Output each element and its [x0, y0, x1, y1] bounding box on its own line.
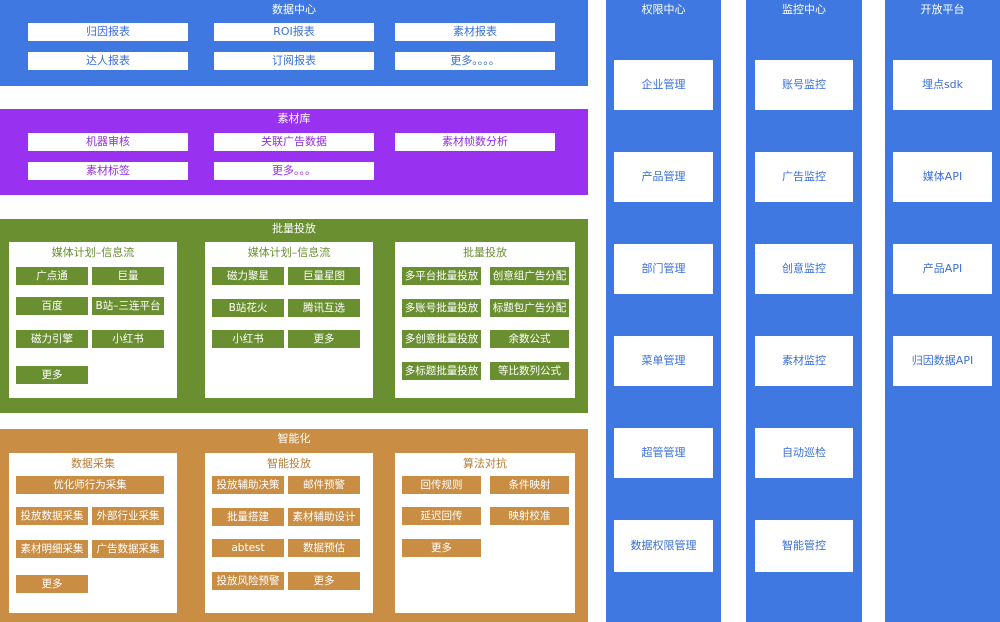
material-library-item[interactable]: 关联广告数据: [214, 133, 374, 151]
smart-button[interactable]: 投放辅助决策: [212, 476, 284, 494]
smart-button[interactable]: 批量搭建: [212, 508, 284, 526]
smart-delivery-panel: 智能投放 投放辅助决策 邮件预警 批量搭建 素材辅助设计 abtest 数据预估…: [205, 453, 373, 613]
media-button[interactable]: 广点通: [16, 267, 88, 285]
panel-title: 智能投放: [267, 457, 311, 470]
batch-button[interactable]: 多账号批量投放: [402, 299, 481, 317]
batch-media-plan-panel: 媒体计划–信息流 广点通 巨量 百度 B站–三连平台 磁力引擎 小红书 更多: [9, 242, 177, 398]
collect-button[interactable]: 投放数据采集: [16, 507, 88, 525]
media-button[interactable]: 百度: [16, 297, 88, 315]
permission-item[interactable]: 超管管理: [614, 428, 713, 478]
open-platform-item[interactable]: 产品API: [893, 244, 992, 294]
monitor-item[interactable]: 广告监控: [755, 152, 853, 202]
open-platform-item[interactable]: 埋点sdk: [893, 60, 992, 110]
batch-delivery-panel: 批量投放 多平台批量投放 创意组广告分配 多账号批量投放 标题包广告分配 多创意…: [395, 242, 575, 398]
permission-center-column: 权限中心 企业管理 产品管理 部门管理 菜单管理 超管管理 数据权限管理: [606, 0, 721, 622]
open-platform-column: 开放平台 埋点sdk 媒体API 产品API 归因数据API: [885, 0, 1000, 622]
permission-item[interactable]: 菜单管理: [614, 336, 713, 386]
collect-button[interactable]: 优化师行为采集: [16, 476, 164, 494]
batch-button[interactable]: 余数公式: [490, 330, 569, 348]
intelligence-title: 智能化: [277, 432, 311, 445]
data-center-item[interactable]: 素材报表: [395, 23, 555, 41]
intelligence-section: 智能化 数据采集 优化师行为采集 投放数据采集 外部行业采集 素材明细采集 广告…: [0, 429, 588, 622]
material-library-item[interactable]: 素材帧数分析: [395, 133, 555, 151]
monitor-item[interactable]: 智能管控: [755, 520, 853, 572]
media-button[interactable]: 腾讯互选: [288, 299, 360, 317]
media-button[interactable]: B站花火: [212, 299, 284, 317]
algo-button[interactable]: 延迟回传: [402, 507, 481, 525]
algo-button[interactable]: 回传规则: [402, 476, 481, 494]
batch-button[interactable]: 多平台批量投放: [402, 267, 481, 285]
media-button[interactable]: 巨量星图: [288, 267, 360, 285]
batch-button[interactable]: 多创意批量投放: [402, 330, 481, 348]
panel-title: 算法对抗: [463, 457, 507, 470]
data-center-item[interactable]: 达人报表: [28, 52, 188, 70]
batch-delivery-section: 批量投放 媒体计划–信息流 广点通 巨量 百度 B站–三连平台 磁力引擎 小红书…: [0, 219, 588, 413]
algo-button[interactable]: 映射校准: [490, 507, 569, 525]
panel-title: 媒体计划–信息流: [247, 246, 331, 259]
material-library-item[interactable]: 素材标签: [28, 162, 188, 180]
media-button[interactable]: 小红书: [212, 330, 284, 348]
monitor-item[interactable]: 账号监控: [755, 60, 853, 110]
data-center-item[interactable]: 订阅报表: [214, 52, 374, 70]
material-library-item[interactable]: 机器审核: [28, 133, 188, 151]
data-center-title: 数据中心: [272, 3, 316, 16]
batch-media-plan-panel-2: 媒体计划–信息流 磁力聚星 巨量星图 B站花火 腾讯互选 小红书 更多: [205, 242, 373, 398]
algorithm-panel: 算法对抗 回传规则 条件映射 延迟回传 映射校准 更多: [395, 453, 575, 613]
material-library-item[interactable]: 更多。。。: [214, 162, 374, 180]
batch-button[interactable]: 多标题批量投放: [402, 362, 481, 380]
more-button[interactable]: 更多: [288, 330, 360, 348]
batch-delivery-title: 批量投放: [272, 222, 316, 235]
data-collection-panel: 数据采集 优化师行为采集 投放数据采集 外部行业采集 素材明细采集 广告数据采集…: [9, 453, 177, 613]
media-button[interactable]: 磁力引擎: [16, 330, 88, 348]
open-platform-title: 开放平台: [920, 3, 965, 16]
more-button[interactable]: 更多: [16, 575, 88, 593]
smart-button[interactable]: 邮件预警: [288, 476, 360, 494]
collect-button[interactable]: 外部行业采集: [92, 507, 164, 525]
batch-button[interactable]: 创意组广告分配: [490, 267, 569, 285]
more-button[interactable]: 更多: [16, 366, 88, 384]
media-button[interactable]: B站–三连平台: [92, 297, 164, 315]
media-button[interactable]: 磁力聚星: [212, 267, 284, 285]
smart-button[interactable]: 投放风险预警: [212, 572, 284, 590]
monitor-item[interactable]: 创意监控: [755, 244, 853, 294]
data-center-item[interactable]: ROI报表: [214, 23, 374, 41]
smart-button[interactable]: abtest: [212, 539, 284, 557]
monitor-center-column: 监控中心 账号监控 广告监控 创意监控 素材监控 自动巡检 智能管控: [746, 0, 862, 622]
permission-item[interactable]: 产品管理: [614, 152, 713, 202]
data-center-section: 数据中心 归因报表 ROI报表 素材报表 达人报表 订阅报表 更多。。。。: [0, 0, 588, 86]
material-library-section: 素材库 机器审核 关联广告数据 素材帧数分析 素材标签 更多。。。: [0, 109, 588, 195]
panel-title: 媒体计划–信息流: [51, 246, 135, 259]
panel-title: 批量投放: [463, 246, 507, 259]
permission-item[interactable]: 企业管理: [614, 60, 713, 110]
more-button[interactable]: 更多: [402, 539, 481, 557]
data-center-item[interactable]: 归因报表: [28, 23, 188, 41]
permission-center-title: 权限中心: [641, 3, 686, 16]
permission-item[interactable]: 数据权限管理: [614, 520, 713, 572]
monitor-item[interactable]: 自动巡检: [755, 428, 853, 478]
batch-button[interactable]: 等比数列公式: [490, 362, 569, 380]
open-platform-item[interactable]: 媒体API: [893, 152, 992, 202]
algo-button[interactable]: 条件映射: [490, 476, 569, 494]
data-center-item[interactable]: 更多。。。。: [395, 52, 555, 70]
panel-title: 数据采集: [71, 457, 115, 470]
smart-button[interactable]: 数据预估: [288, 539, 360, 557]
monitor-item[interactable]: 素材监控: [755, 336, 853, 386]
open-platform-item[interactable]: 归因数据API: [893, 336, 992, 386]
batch-button[interactable]: 标题包广告分配: [490, 299, 569, 317]
media-button[interactable]: 巨量: [92, 267, 164, 285]
collect-button[interactable]: 广告数据采集: [92, 540, 164, 558]
smart-button[interactable]: 素材辅助设计: [288, 508, 360, 526]
material-library-title: 素材库: [277, 112, 311, 125]
permission-item[interactable]: 部门管理: [614, 244, 713, 294]
media-button[interactable]: 小红书: [92, 330, 164, 348]
monitor-center-title: 监控中心: [782, 3, 826, 16]
more-button[interactable]: 更多: [288, 572, 360, 590]
collect-button[interactable]: 素材明细采集: [16, 540, 88, 558]
